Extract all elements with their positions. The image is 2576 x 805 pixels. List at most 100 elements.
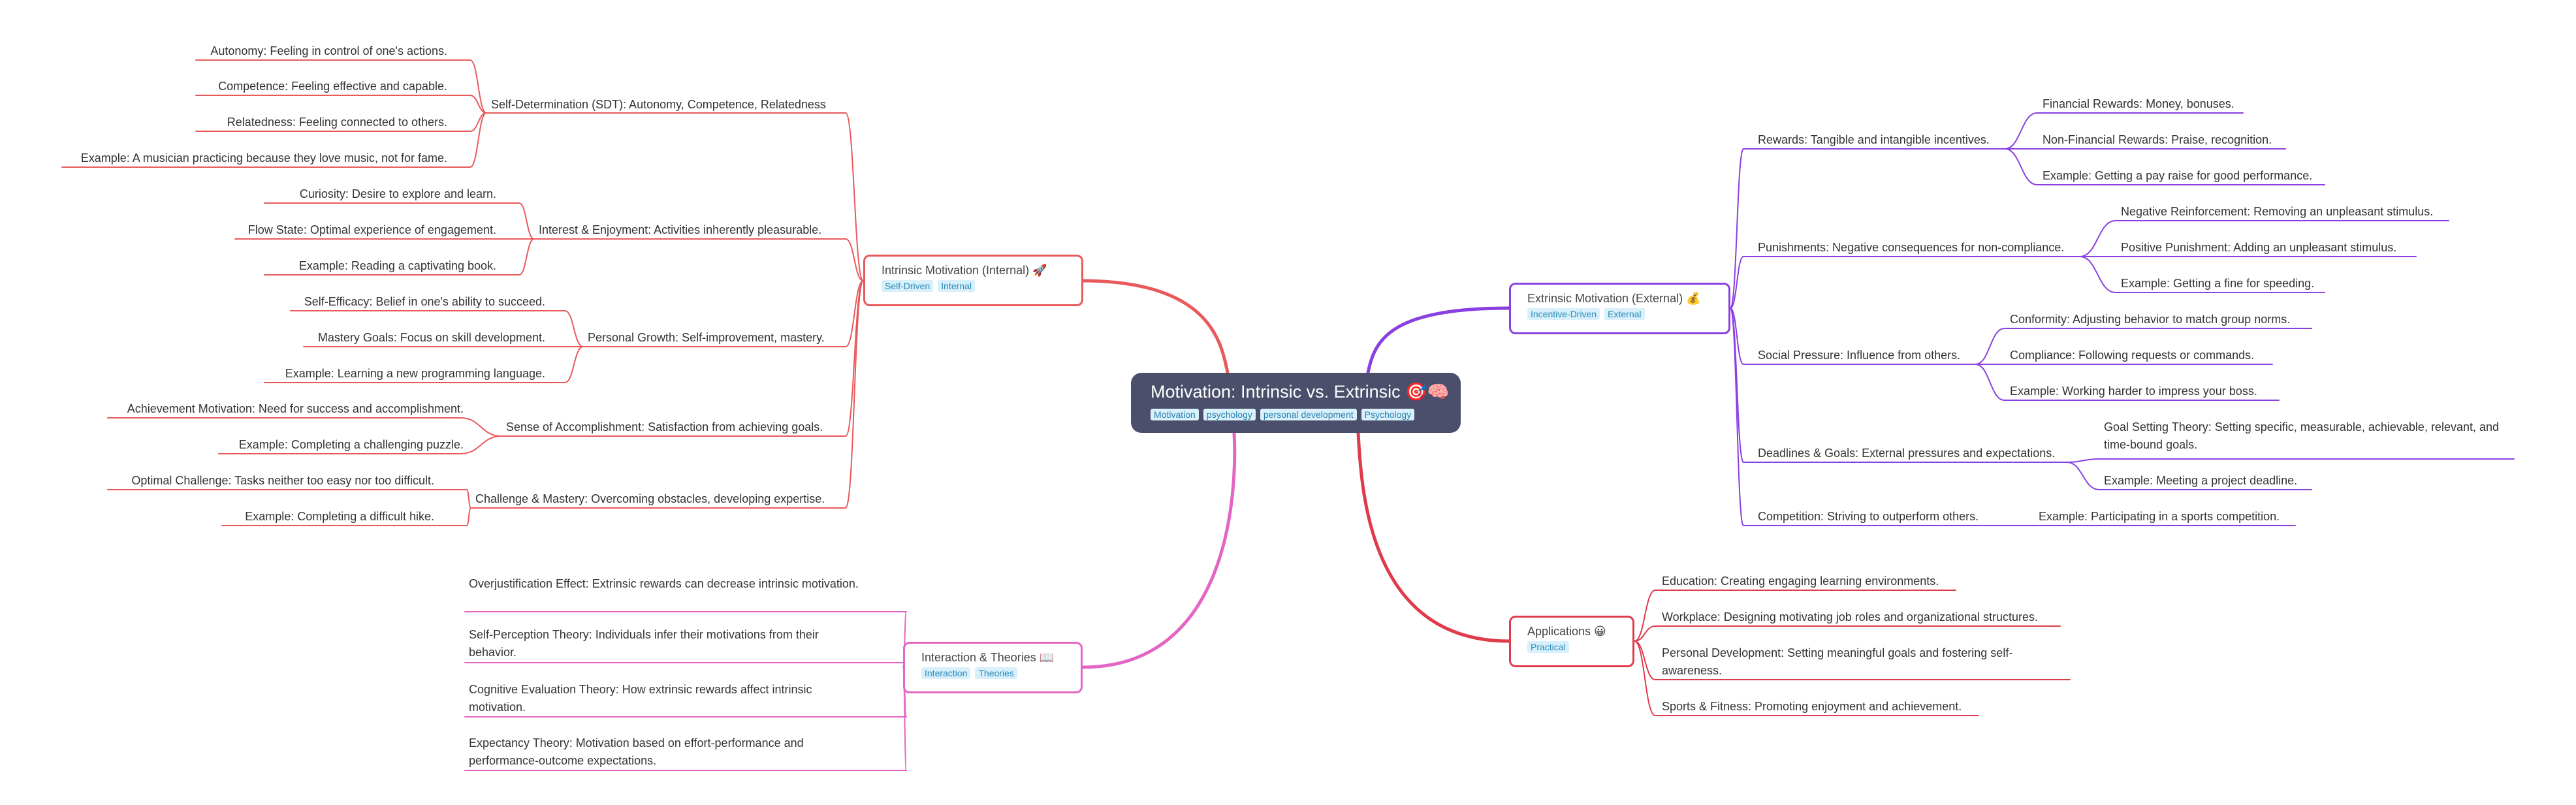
edge-root-intrinsic (1081, 279, 1230, 375)
branch-intrinsic[interactable]: Intrinsic Motivation (Internal) 🚀 Self-D… (863, 255, 1083, 306)
node-competition[interactable]: Competition: Striving to outperform othe… (1758, 510, 1979, 523)
leaf-compliance[interactable]: Compliance: Following requests or comman… (2010, 349, 2255, 362)
root-tag: personal development (1260, 409, 1357, 420)
node-social-pressure[interactable]: Social Pressure: Influence from others. (1758, 349, 1961, 362)
edge-intrinsic-challenge-leaf-0-connector (466, 489, 471, 509)
leaf-self-perception[interactable]: Self-Perception Theory: Individuals infe… (469, 628, 819, 659)
interaction-tag: Interaction (921, 667, 971, 679)
leaf-social-example[interactable]: Example: Working harder to impress your … (2010, 385, 2257, 398)
leaf-expectancy-theory[interactable]: Expectancy Theory: Motivation based on e… (469, 736, 804, 767)
root-tags: Motivation psychology personal development… (1151, 409, 1445, 421)
edge-extrinsic-rewards-leaf-2-connector (2004, 148, 2038, 185)
root-tag: Psychology (1361, 409, 1415, 420)
root-node[interactable]: Motivation: Intrinsic vs. Extrinsic 🎯🧠 M… (1131, 373, 1461, 433)
root-tag: psychology (1203, 409, 1256, 420)
node-growth[interactable]: Personal Growth: Self-improvement, maste… (588, 331, 825, 344)
edge-intrinsic-sdt-connector (845, 112, 864, 281)
edge-extrinsic-punishments-leaf-2-connector (2079, 256, 2116, 293)
edge-applications-leaf-3-connector (1634, 640, 1656, 716)
node-accomplishment[interactable]: Sense of Accomplishment: Satisfaction fr… (506, 420, 823, 434)
leaf-personal-development[interactable]: Personal Development: Setting meaningful… (1662, 646, 2013, 677)
branch-extrinsic-title: Extrinsic Motivation (External) 💰 (1527, 292, 1701, 305)
branch-interaction-title: Interaction & Theories 📖 (921, 651, 1055, 664)
edge-applications-leaf-1-connector (1634, 625, 1656, 642)
edge-root-applications (1356, 431, 1511, 643)
edge-extrinsic-social-leaf-2-connector (1975, 364, 2005, 401)
leaf-deadlines-example[interactable]: Example: Meeting a project deadline. (2104, 474, 2298, 487)
leaf-punishments-example[interactable]: Example: Getting a fine for speeding. (2121, 277, 2315, 290)
leaf-mastery-goals[interactable]: Mastery Goals: Focus on skill developmen… (317, 331, 545, 344)
edge-intrinsic-interest-connector (845, 238, 864, 281)
leaf-achievement-motivation[interactable]: Achievement Motivation: Need for success… (127, 402, 464, 415)
branch-intrinsic-title: Intrinsic Motivation (Internal) 🚀 (882, 264, 1047, 277)
leaf-optimal-challenge[interactable]: Optimal Challenge: Tasks neither too eas… (131, 474, 434, 487)
leaf-challenge-example[interactable]: Example: Completing a difficult hike. (245, 510, 434, 523)
edge-extrinsic-punishments-leaf-0-connector (2079, 220, 2116, 257)
leaf-workplace[interactable]: Workplace: Designing motivating job role… (1662, 610, 2038, 623)
root-tag: Motivation (1151, 409, 1199, 420)
edge-intrinsic-accomplishment-leaf-0-connector (460, 417, 502, 437)
leaf-conformity[interactable]: Conformity: Adjusting behavior to match … (2010, 313, 2291, 326)
node-interest[interactable]: Interest & Enjoyment: Activities inheren… (539, 223, 822, 236)
root-title: Motivation: Intrinsic vs. Extrinsic 🎯🧠 (1151, 382, 1450, 402)
edge-extrinsic-punishments-connector (1730, 256, 1744, 309)
branch-interaction-tags: Interaction Theories (921, 667, 1072, 680)
edge-extrinsic-competition-connector (1730, 308, 1744, 526)
leaf-overjustification[interactable]: Overjustification Effect: Extrinsic rewa… (469, 577, 859, 590)
branch-extrinsic-tags: Incentive-Driven External (1527, 308, 1719, 321)
leaf-positive-punishment[interactable]: Positive Punishment: Adding an unpleasan… (2121, 241, 2397, 254)
leaf-flow-state[interactable]: Flow State: Optimal experience of engage… (247, 223, 496, 236)
edge-extrinsic-social-leaf-0-connector (1975, 328, 2005, 365)
branch-applications-title: Applications 😀 (1527, 625, 1606, 638)
edge-intrinsic-sdt-leaf-3-connector (469, 112, 487, 168)
leaf-competence[interactable]: Competence: Feeling effective and capabl… (218, 80, 447, 93)
branch-intrinsic-tags: Self-Driven Internal (882, 280, 1072, 292)
leaf-accomplishment-example[interactable]: Example: Completing a challenging puzzle… (238, 438, 464, 451)
leaf-sports-fitness[interactable]: Sports & Fitness: Promoting enjoyment an… (1662, 700, 1962, 713)
branch-extrinsic[interactable]: Extrinsic Motivation (External) 💰 Incent… (1509, 283, 1730, 334)
branch-applications[interactable]: Applications 😀 Practical (1509, 616, 1634, 667)
extrinsic-tag: External (1604, 308, 1645, 320)
edge-intrinsic-accomplishment-connector (845, 280, 864, 437)
node-sdt[interactable]: Self-Determination (SDT): Autonomy, Comp… (491, 98, 826, 111)
leaf-non-financial-rewards[interactable]: Non-Financial Rewards: Praise, recogniti… (2043, 133, 2272, 146)
leaf-financial-rewards[interactable]: Financial Rewards: Money, bonuses. (2043, 97, 2234, 110)
interaction-tag: Theories (975, 667, 1017, 679)
edge-extrinsic-rewards-leaf-0-connector (2004, 112, 2038, 150)
leaf-curiosity[interactable]: Curiosity: Desire to explore and learn. (299, 187, 496, 200)
edge-intrinsic-sdt-leaf-1-connector (469, 95, 487, 114)
leaf-education[interactable]: Education: Creating engaging learning en… (1662, 575, 1939, 588)
leaf-cognitive-evaluation[interactable]: Cognitive Evaluation Theory: How extrins… (469, 683, 812, 714)
edge-extrinsic-deadlines-leaf-0-connector (2066, 458, 2100, 463)
edge-applications-leaf-0-connector (1634, 590, 1656, 642)
edge-intrinsic-challenge-leaf-1-connector (466, 507, 471, 526)
leaf-self-efficacy[interactable]: Self-Efficacy: Belief in one's ability t… (304, 295, 545, 308)
node-deadlines[interactable]: Deadlines & Goals: External pressures an… (1758, 447, 2056, 460)
edge-root-extrinsic (1366, 306, 1511, 375)
node-challenge[interactable]: Challenge & Mastery: Overcoming obstacle… (475, 492, 825, 505)
edge-intrinsic-growth-connector (845, 280, 864, 347)
edge-intrinsic-sdt-leaf-0-connector (469, 59, 487, 114)
node-punishments[interactable]: Punishments: Negative consequences for n… (1758, 241, 2065, 254)
leaf-relatedness[interactable]: Relatedness: Feeling connected to others… (227, 116, 447, 129)
branch-interaction[interactable]: Interaction & Theories 📖 Interaction Theo… (903, 642, 1083, 693)
leaf-competition-example[interactable]: Example: Participating in a sports compe… (2039, 510, 2280, 523)
edge-root-interaction (1081, 431, 1237, 669)
leaf-negative-reinforcement[interactable]: Negative Reinforcement: Removing an unpl… (2121, 205, 2434, 218)
intrinsic-tag: Internal (938, 280, 975, 292)
leaf-sdt-example[interactable]: Example: A musician practicing because t… (80, 151, 447, 165)
leaf-interest-example[interactable]: Example: Reading a captivating book. (298, 259, 496, 272)
edge-extrinsic-rewards-connector (1730, 148, 1744, 309)
leaf-autonomy[interactable]: Autonomy: Feeling in control of one's ac… (210, 44, 447, 57)
leaf-growth-example[interactable]: Example: Learning a new programming lang… (285, 367, 545, 380)
leaf-goal-setting-theory[interactable]: Goal Setting Theory: Setting specific, m… (2104, 420, 2500, 451)
leaf-rewards-example[interactable]: Example: Getting a pay raise for good pe… (2043, 169, 2313, 182)
edge-intrinsic-challenge-connector (845, 280, 864, 509)
node-rewards[interactable]: Rewards: Tangible and intangible incenti… (1758, 133, 1990, 146)
branch-applications-tags: Practical (1527, 641, 1623, 654)
intrinsic-tag: Self-Driven (882, 280, 934, 292)
edge-extrinsic-deadlines-leaf-1-connector (2066, 462, 2100, 490)
edge-intrinsic-interest-leaf-2-connector (518, 238, 535, 276)
extrinsic-tag: Incentive-Driven (1527, 308, 1600, 320)
